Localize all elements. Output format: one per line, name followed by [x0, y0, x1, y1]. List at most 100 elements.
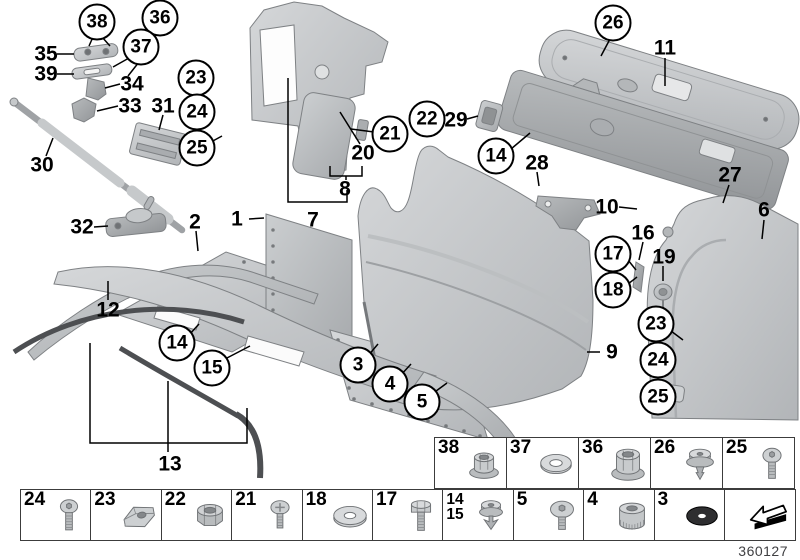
callout-22[interactable]: 22: [408, 100, 446, 138]
callout-3[interactable]: 3: [339, 346, 377, 384]
diagram-number: 360127: [738, 543, 788, 559]
sill-strip-part-12: [27, 264, 319, 361]
legend-cell-21[interactable]: 21: [231, 489, 303, 541]
legend-ref-label: 36: [582, 437, 604, 458]
direction-arrow-icon: [745, 494, 789, 538]
legend-cell-4[interactable]: 4: [583, 489, 655, 541]
shelf-panel-part-11: [538, 29, 800, 150]
callout-17[interactable]: 17: [594, 235, 632, 273]
legend-ref-label: 22: [164, 489, 186, 510]
clip-part-29: [475, 100, 504, 133]
callout-18[interactable]: 18: [594, 271, 632, 309]
callout-31[interactable]: 31: [151, 94, 175, 118]
callout-5[interactable]: 5: [403, 383, 441, 421]
legend-cell-23[interactable]: 23: [90, 489, 163, 541]
callout-37[interactable]: 37: [122, 28, 160, 66]
rear-wall-panel-part-10: [497, 69, 789, 210]
bracket-part-28: [535, 195, 601, 231]
bracket-part-35: [73, 43, 119, 62]
expanding-rivet-icon: [678, 442, 722, 486]
callout-39[interactable]: 39: [34, 62, 58, 86]
callout-24-2[interactable]: 24: [639, 341, 677, 379]
callout-10[interactable]: 10: [595, 195, 619, 219]
speed-nut-icon: [117, 494, 161, 538]
callout-7[interactable]: 7: [307, 208, 319, 232]
legend-ref-label: 25: [726, 437, 748, 458]
legend-ref-label: 17: [376, 489, 398, 510]
callout-29[interactable]: 29: [444, 108, 468, 132]
callout-14[interactable]: 14: [477, 137, 515, 175]
legend-cell-25[interactable]: 25: [722, 437, 796, 489]
phillips-screw-icon: [258, 494, 302, 538]
callout-23-2[interactable]: 23: [637, 305, 675, 343]
legend-cell-17[interactable]: 17: [372, 489, 444, 541]
legend-ref-label: 18: [305, 489, 327, 510]
callout-20[interactable]: 20: [351, 141, 375, 165]
legend-cell-5[interactable]: 5: [512, 489, 585, 541]
legend-cell-18[interactable]: 18: [301, 489, 374, 541]
callout-25-2[interactable]: 25: [639, 378, 677, 416]
callout-35[interactable]: 35: [34, 42, 58, 66]
callout-30[interactable]: 30: [30, 153, 54, 177]
callout-34[interactable]: 34: [120, 72, 144, 96]
callout-15[interactable]: 15: [193, 349, 231, 387]
legend-ref-label: 3: [657, 489, 669, 510]
torx-screw-icon: [750, 442, 794, 486]
legend-ref-label: 4: [587, 489, 598, 510]
callout-21[interactable]: 21: [371, 115, 409, 153]
bracket-part-39: [71, 63, 113, 80]
callout-9[interactable]: 9: [606, 340, 618, 364]
legend-ref-label: 24: [24, 489, 46, 510]
legend-ref-label: 5: [516, 489, 528, 510]
legend-cell-38[interactable]: 38: [434, 437, 508, 489]
legend-cell-direction-arrow[interactable]: [724, 489, 796, 541]
legend-ref-label: 38: [438, 437, 460, 458]
callout-14-2[interactable]: 14: [158, 324, 196, 362]
expanding-rivet-clip-icon: [469, 494, 513, 538]
washer-large-icon: [328, 494, 372, 538]
legend-cell-22[interactable]: 22: [160, 489, 233, 541]
callout-12[interactable]: 12: [96, 298, 120, 322]
callout-11[interactable]: 11: [653, 36, 677, 60]
clip-part-33: [71, 97, 97, 123]
callout-38[interactable]: 38: [78, 3, 116, 41]
callout-2[interactable]: 2: [189, 210, 201, 234]
callout-24[interactable]: 24: [178, 93, 216, 131]
hex-bolt-icon: [399, 494, 443, 538]
callout-19[interactable]: 19: [652, 245, 676, 269]
adhesive-disc-icon: [680, 494, 724, 538]
callout-6[interactable]: 6: [758, 198, 770, 222]
bracket-part-32: [105, 196, 167, 237]
cover-part-8: [292, 92, 356, 180]
legend-cell-3[interactable]: 3: [653, 489, 726, 541]
callout-1[interactable]: 1: [231, 207, 243, 231]
legend-cell-26[interactable]: 26: [650, 437, 724, 489]
callout-27[interactable]: 27: [718, 163, 742, 187]
legend-cell-24[interactable]: 24: [20, 489, 92, 541]
parts-layer: [9, 1, 800, 479]
torx-pan-screw-icon: [47, 494, 91, 538]
washer-icon: [534, 442, 578, 486]
callout-8[interactable]: 8: [339, 177, 351, 201]
flange-nut-icon: [462, 442, 506, 486]
torx-screw-large-head-icon: [540, 494, 584, 538]
legend-ref-label: 37: [510, 437, 532, 458]
legend-cell-37[interactable]: 37: [506, 437, 580, 489]
callout-36[interactable]: 36: [141, 0, 179, 37]
callout-16[interactable]: 16: [631, 221, 655, 245]
knurled-nut-icon: [610, 494, 654, 538]
callout-26[interactable]: 26: [594, 4, 632, 42]
callout-32[interactable]: 32: [70, 215, 94, 239]
callout-13[interactable]: 13: [158, 452, 182, 476]
flange-nut-large-icon: [606, 442, 650, 486]
callout-23[interactable]: 23: [177, 59, 215, 97]
callout-33[interactable]: 33: [118, 94, 142, 118]
callout-25[interactable]: 25: [178, 129, 216, 167]
legend-cell-36[interactable]: 36: [578, 437, 652, 489]
callout-28[interactable]: 28: [525, 151, 549, 175]
callout-4[interactable]: 4: [371, 365, 409, 403]
